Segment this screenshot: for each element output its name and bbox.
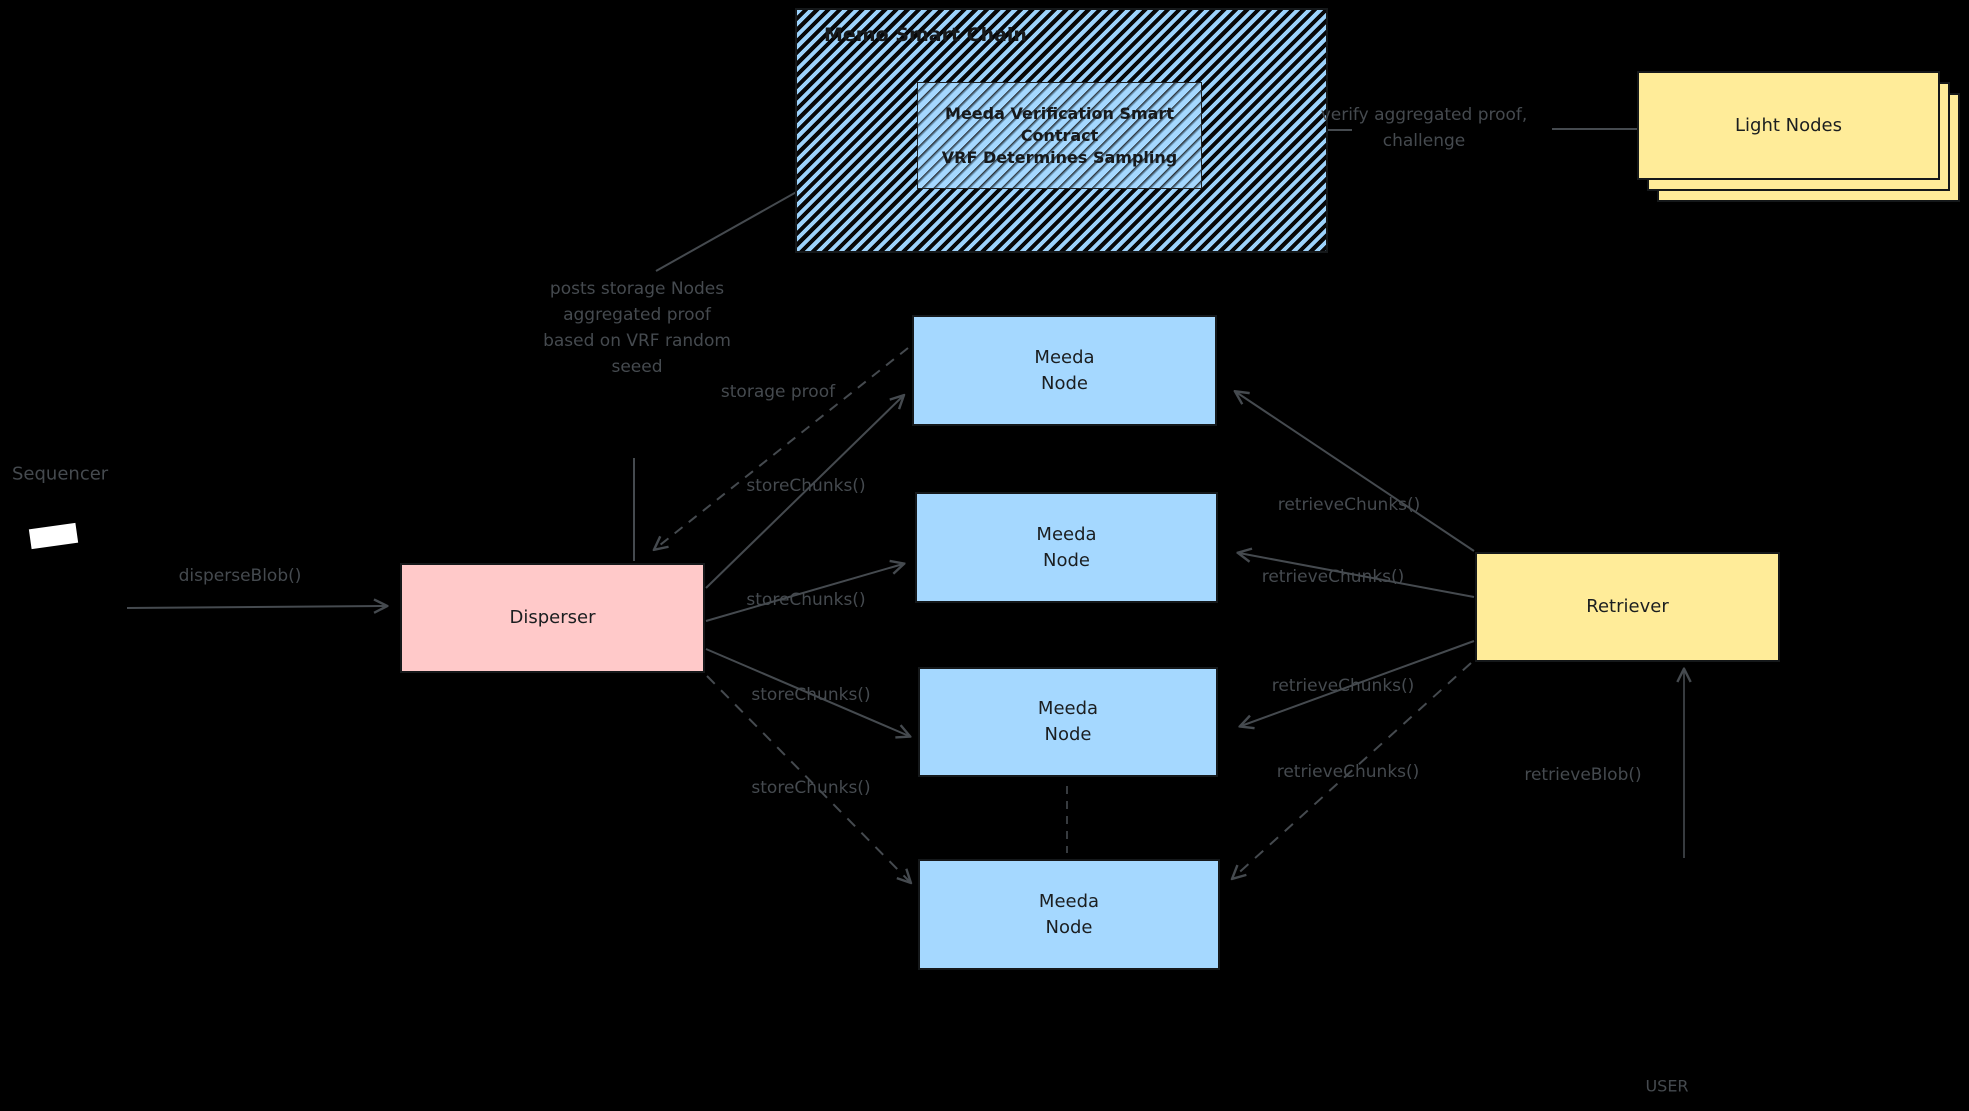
disperse-blob-label: disperseBlob() [178, 566, 302, 586]
posts-proof-line1: posts storage Nodes [549, 279, 725, 299]
meeda-node-1-line1: Meeda [1034, 346, 1095, 368]
meeda-node-4-line2: Node [1045, 916, 1093, 938]
posts-proof-line3: based on VRF random [543, 331, 731, 351]
meeda-node-4-line1: Meeda [1038, 890, 1100, 912]
verify-proof-label-line2: challenge [1382, 131, 1466, 151]
user-label: USER [1645, 1076, 1689, 1096]
retrieve-chunks-label-1: retrieveChunks() [1277, 495, 1421, 515]
verify-proof-label-line1: verify aggregated proof, [1320, 105, 1528, 125]
contract-line-2: Contract [1020, 125, 1099, 145]
posts-proof-line2: aggregated proof [563, 305, 711, 325]
sequencer-laptop-screen [28, 522, 79, 550]
meeda-node-2-line2: Node [1043, 549, 1090, 571]
meeda-node-1-line2: Node [1041, 372, 1088, 394]
meeda-node-1: Meeda Node [912, 315, 1217, 426]
meeda-node-4: Meeda Node [918, 859, 1220, 970]
meeda-node-3-line1: Meeda [1037, 698, 1099, 719]
posts-proof-label: posts storage Nodes aggregated proof bas… [543, 276, 731, 380]
retrieve-chunks-label-4: retrieveChunks() [1276, 762, 1420, 782]
contract-line-3: VRF Determines Sampling [941, 147, 1178, 167]
disperser-box: Disperser [400, 563, 705, 673]
disperser-label: Disperser [509, 607, 596, 628]
meeda-node-3-line2: Node [1044, 724, 1092, 745]
meeda-node-2-line1: Meeda [1036, 523, 1097, 545]
store-chunks-label-2: storeChunks() [746, 590, 866, 610]
meeda-node-3: Meeda Node [918, 667, 1218, 777]
contract-line-1: Meeda Verification Smart [945, 103, 1174, 123]
storage-proof-label: storage proof [720, 382, 836, 402]
light-nodes-card-front: Light Nodes [1637, 71, 1940, 180]
arrow-disperse-blob [126, 606, 386, 608]
verify-proof-label: verify aggregated proof, challenge [1321, 102, 1528, 154]
posts-proof-line4: seeed [611, 357, 663, 377]
memo-smart-chain-title: Memo Smart Chain [824, 24, 1027, 46]
retrieve-chunks-label-3: retrieveChunks() [1271, 676, 1415, 696]
arrow-retrieve-chunks-1 [1236, 392, 1475, 552]
memo-smart-chain-box: Memo Smart Chain Meeda Verification Smar… [795, 8, 1328, 253]
sequencer-label: Sequencer [12, 463, 109, 485]
retrieve-blob-label: retrieveBlob() [1524, 765, 1642, 785]
retrieve-chunks-label-2: retrieveChunks() [1261, 567, 1405, 587]
store-chunks-label-4: storeChunks() [751, 778, 871, 798]
retriever-label: Retriever [1586, 596, 1669, 617]
meeda-node-2: Meeda Node [915, 492, 1218, 603]
light-nodes-label: Light Nodes [1735, 115, 1842, 136]
retriever-box: Retriever [1475, 552, 1780, 662]
store-chunks-label-3: storeChunks() [751, 685, 871, 705]
store-chunks-label-1: storeChunks() [746, 476, 866, 496]
verification-contract-box: Meeda Verification Smart Contract VRF De… [917, 82, 1202, 189]
